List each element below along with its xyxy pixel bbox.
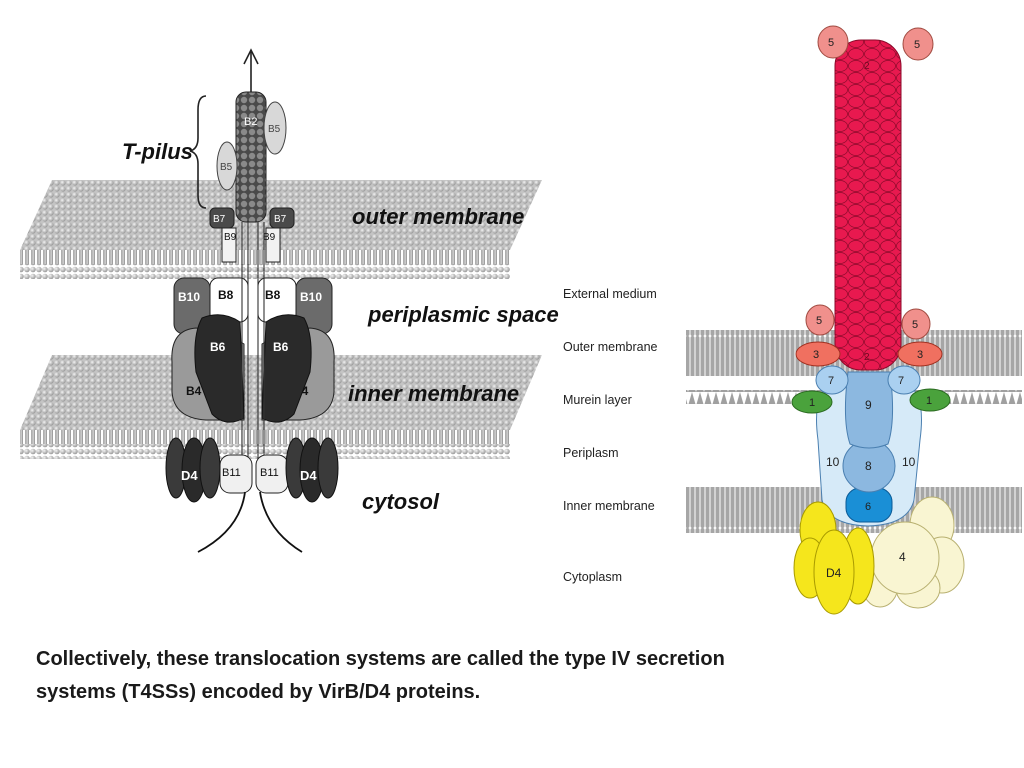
n5-base-right-label: 5 [912,319,918,331]
n2-base-label: 2 [864,352,870,363]
left-label-outer-membrane: outer membrane [352,204,524,229]
b5-top [263,101,287,155]
n5-base-left-label: 5 [816,315,822,327]
b6-left [194,314,245,423]
left-label-periplasmic-space: periplasmic space [367,302,559,327]
b5-left [216,141,238,191]
d4-right-label: D4 [300,468,317,483]
virb1-left [791,390,833,414]
b8-left-label: B8 [218,288,234,302]
atpase-4 [861,496,965,609]
b7-left-label: B7 [213,214,226,225]
b7-right [269,207,295,229]
d4-left [165,437,221,503]
virb5-base-right [901,308,931,340]
layer-label-murein-layer: Murein layer [563,393,632,407]
tpilus-brace [189,95,207,209]
virb5-tip-right [902,27,934,61]
b8-right-label: B8 [265,288,281,302]
virb7-right [887,365,921,395]
b6-right-label: B6 [273,340,289,354]
n5-tip-right-label: 5 [914,39,920,51]
channel-lines [241,222,265,460]
d4-left-label: D4 [181,468,198,483]
n7-right-label: 7 [898,375,904,387]
n3-left-label: 3 [813,349,819,361]
n3-right-label: 3 [917,349,923,361]
caption-line-2: systems (T4SSs) encoded by VirB/D4 prote… [36,681,481,703]
layer-label-external-medium: External medium [563,287,657,301]
n9-label: 9 [865,398,872,412]
b4-left-label: B4 [186,384,202,398]
b6-right [261,314,312,423]
substrate-strands [197,491,303,553]
virb3-right [897,341,943,367]
atpase-d4 [793,501,875,615]
virb1-right [909,388,951,412]
n5-tip-left-label: 5 [828,37,834,49]
virb2-pilus [834,39,902,371]
b11-right-label: B11 [260,467,279,479]
b9-complex [221,227,281,263]
slide-caption: Collectively, these translocation system… [36,643,856,709]
b5-top-label: B5 [268,124,281,135]
b11-left-label: B11 [222,467,241,479]
b9-left-label: B9 [224,232,237,243]
n2-top-label: 2 [864,61,870,72]
left-outer-membrane [20,180,542,279]
layer-label-cytoplasm: Cytoplasm [563,570,622,584]
n4-label: 4 [899,550,906,564]
layer-label-periplasm: Periplasm [563,446,619,460]
n1-right-label: 1 [926,395,932,407]
n7-left-label: 7 [828,375,834,387]
left-label-inner-membrane: inner membrane [348,381,519,406]
tpilus-label: T-pilus [122,139,193,164]
left-diagram: T-pilus B2 B5 B5 B7 B7 B9 B9 B10 B10 B8 … [20,48,559,553]
layer-label-outer-membrane: Outer membrane [563,340,658,354]
virb7-left [815,365,849,395]
b5-left-label: B5 [220,162,233,173]
d4-right [285,437,339,503]
n1-left-label: 1 [809,397,815,409]
b2-pilus-rod [235,91,267,223]
virb5-tip-left [817,25,849,59]
b9-right-label: B9 [263,232,276,243]
n10-left-label: 10 [826,455,840,469]
virb3-left [795,341,841,367]
caption-line-1: Collectively, these translocation system… [36,648,725,670]
b6-left-label: B6 [210,340,226,354]
layer-label-inner-membrane: Inner membrane [563,499,655,513]
n8-label: 8 [865,459,872,473]
n10-right-label: 10 [902,455,916,469]
left-label-cytosol: cytosol [362,489,440,514]
b2-label: B2 [244,116,257,128]
virb9-core [844,371,894,449]
d4-right-diagram-label: D4 [826,566,842,580]
virb5-base-left [805,304,835,336]
right-diagram: External medium Outer membrane Murein la… [563,25,1022,615]
n6-label: 6 [865,501,871,513]
b10-left-label: B10 [178,290,200,304]
b10-right-label: B10 [300,290,322,304]
b7-right-label: B7 [274,214,287,225]
